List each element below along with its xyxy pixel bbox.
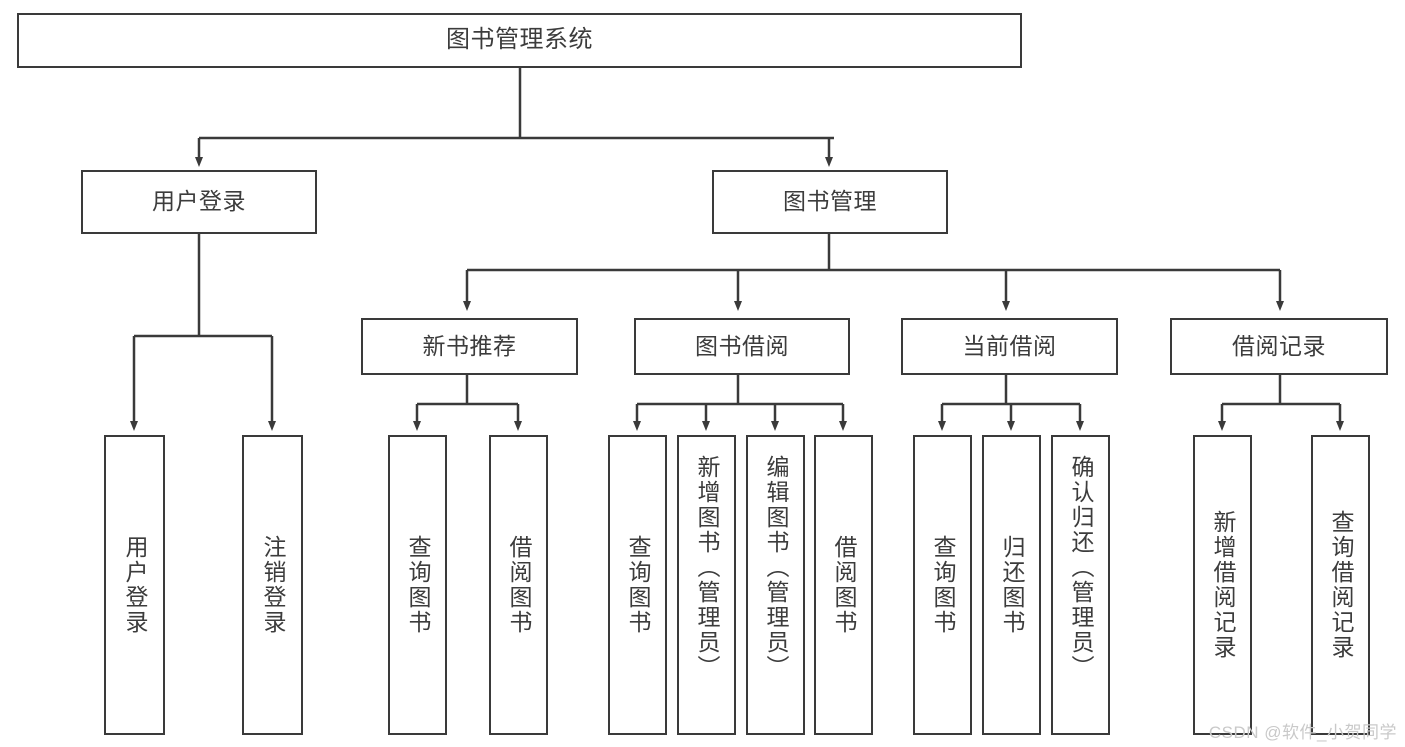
leaf-query-book-current-label: 查询图书: [929, 535, 956, 635]
leaf-add-book[interactable]: 新增图书（管理员）: [677, 435, 736, 735]
leaf-user-login[interactable]: 用户登录: [104, 435, 165, 735]
leaf-user-login-label: 用户登录: [121, 535, 148, 635]
node-borrow-record-label: 借阅记录: [1232, 332, 1326, 359]
leaf-query-borrow-record[interactable]: 查询借阅记录: [1311, 435, 1370, 735]
node-new-book-recommend[interactable]: 新书推荐: [361, 318, 578, 375]
node-book-management[interactable]: 图书管理: [712, 170, 948, 234]
leaf-edit-book-label: 编辑图书（管理员）: [762, 455, 789, 680]
node-current-borrow[interactable]: 当前借阅: [901, 318, 1118, 375]
leaf-borrow-book-recommend-label: 借阅图书: [505, 535, 532, 635]
node-new-book-recommend-label: 新书推荐: [422, 332, 517, 359]
leaf-borrow-book[interactable]: 借阅图书: [814, 435, 873, 735]
node-borrow-record[interactable]: 借阅记录: [1170, 318, 1388, 375]
leaf-add-borrow-record-label: 新增借阅记录: [1209, 510, 1236, 660]
node-book-management-label: 图书管理: [783, 188, 877, 215]
leaf-query-book-recommend-label: 查询图书: [404, 535, 431, 635]
leaf-return-book-label: 归还图书: [998, 535, 1025, 635]
leaf-borrow-book-label: 借阅图书: [830, 535, 857, 635]
leaf-confirm-return-label: 确认归还（管理员）: [1067, 455, 1094, 680]
node-book-borrow-label: 图书借阅: [695, 332, 789, 359]
leaf-return-book[interactable]: 归还图书: [982, 435, 1041, 735]
node-current-borrow-label: 当前借阅: [962, 332, 1057, 359]
leaf-query-book-borrow-label: 查询图书: [624, 535, 651, 635]
leaf-edit-book[interactable]: 编辑图书（管理员）: [746, 435, 805, 735]
leaf-add-borrow-record[interactable]: 新增借阅记录: [1193, 435, 1252, 735]
leaf-query-borrow-record-label: 查询借阅记录: [1327, 510, 1354, 660]
leaf-logout-label: 注销登录: [259, 535, 286, 635]
leaf-borrow-book-recommend[interactable]: 借阅图书: [489, 435, 548, 735]
leaf-add-book-label: 新增图书（管理员）: [693, 455, 720, 680]
node-user-login-label: 用户登录: [152, 188, 246, 215]
csdn-watermark: CSDN @软件_小贺同学: [1208, 723, 1397, 742]
node-root-label: 图书管理系统: [446, 26, 593, 54]
node-user-login[interactable]: 用户登录: [81, 170, 317, 234]
leaf-query-book-borrow[interactable]: 查询图书: [608, 435, 667, 735]
leaf-logout[interactable]: 注销登录: [242, 435, 303, 735]
node-book-borrow[interactable]: 图书借阅: [634, 318, 850, 375]
leaf-query-book-recommend[interactable]: 查询图书: [388, 435, 447, 735]
leaf-query-book-current[interactable]: 查询图书: [913, 435, 972, 735]
leaf-confirm-return[interactable]: 确认归还（管理员）: [1051, 435, 1110, 735]
node-root[interactable]: 图书管理系统: [17, 13, 1022, 68]
